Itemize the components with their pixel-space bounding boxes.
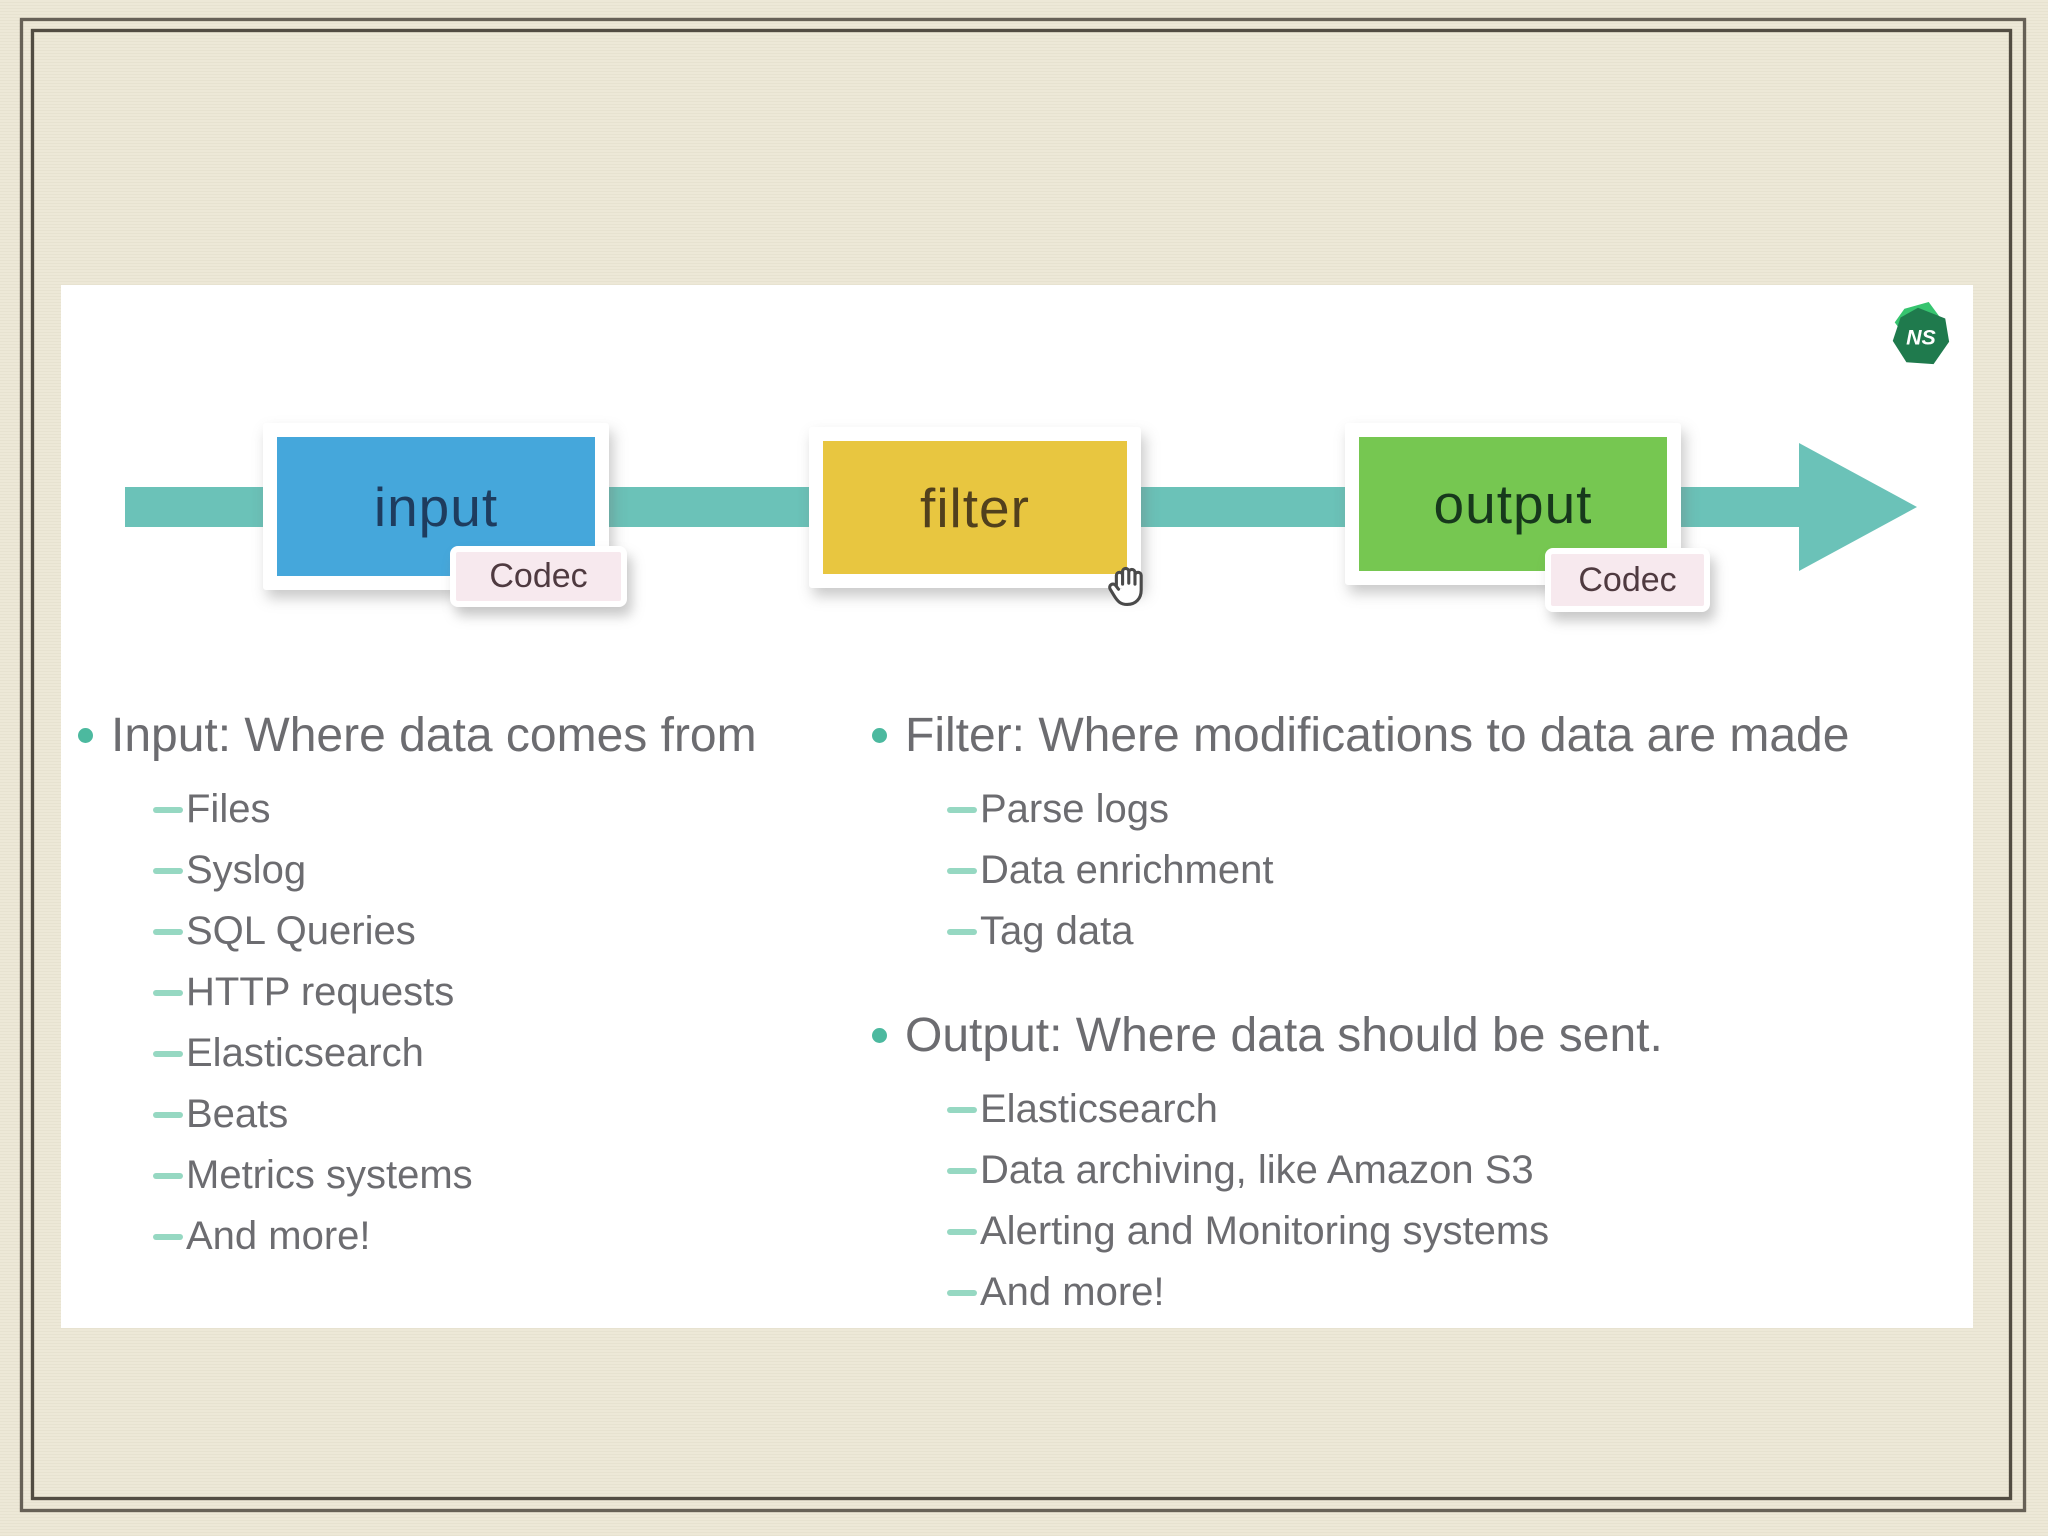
section-input-list: Files Syslog SQL Queries HTTP requests E… — [153, 779, 868, 1267]
list-item: Elasticsearch — [947, 1079, 2022, 1140]
list-item: Metrics systems — [153, 1145, 868, 1206]
list-item: SQL Queries — [153, 901, 868, 962]
bullet-dot-icon — [78, 727, 93, 743]
section-output-title: Output: Where data should be sent. — [905, 1008, 1663, 1062]
ns-logo-icon: NS — [1885, 298, 1953, 372]
bullet-dot-icon — [872, 1027, 887, 1043]
codec-tag-output-label: Codec — [1578, 560, 1677, 599]
section-input: Input: Where data comes from Files Syslo… — [78, 705, 868, 1267]
list-item: Elasticsearch — [153, 1023, 868, 1084]
bullet-dot-icon — [872, 727, 887, 743]
section-output-list: Elasticsearch Data archiving, like Amazo… — [947, 1079, 2022, 1323]
list-item: Tag data — [947, 901, 2022, 962]
logo-text: NS — [1906, 326, 1936, 350]
section-filter-output: Filter: Where modifications to data are … — [872, 705, 2022, 1323]
section-filter-list: Parse logs Data enrichment Tag data — [947, 779, 2022, 962]
list-item: Alerting and Monitoring systems — [947, 1201, 2022, 1262]
pipeline-node-output-label: output — [1433, 473, 1593, 535]
list-item: Data archiving, like Amazon S3 — [947, 1140, 2022, 1201]
list-item: Parse logs — [947, 779, 2022, 840]
list-item: HTTP requests — [153, 962, 868, 1023]
codec-tag-input: Codec — [450, 546, 627, 607]
slide-canvas: NS input filter output Codec Codec — [61, 285, 1973, 1328]
codec-tag-output: Codec — [1545, 548, 1710, 612]
decorative-frame-outer — [20, 18, 2026, 1512]
hand-cursor-icon — [1097, 557, 1159, 619]
pipeline-node-filter-label: filter — [920, 476, 1030, 539]
pipeline-node-input-label: input — [373, 475, 499, 538]
decorative-frame-inner — [31, 29, 2012, 1500]
codec-tag-input-label: Codec — [489, 557, 588, 595]
list-item: And more! — [947, 1262, 2022, 1323]
pipeline-flow-arrow-head — [1799, 443, 1917, 571]
pipeline-node-filter: filter — [809, 427, 1141, 588]
list-item: And more! — [153, 1206, 868, 1267]
section-filter-title: Filter: Where modifications to data are … — [905, 708, 1850, 762]
section-input-title: Input: Where data comes from — [111, 708, 757, 762]
list-item: Syslog — [153, 840, 868, 901]
section-input-title-row: Input: Where data comes from — [78, 705, 868, 765]
list-item: Beats — [153, 1084, 868, 1145]
list-item: Files — [153, 779, 868, 840]
section-output-title-row: Output: Where data should be sent. — [872, 1005, 2022, 1065]
section-filter-title-row: Filter: Where modifications to data are … — [872, 705, 2022, 765]
list-item: Data enrichment — [947, 840, 2022, 901]
